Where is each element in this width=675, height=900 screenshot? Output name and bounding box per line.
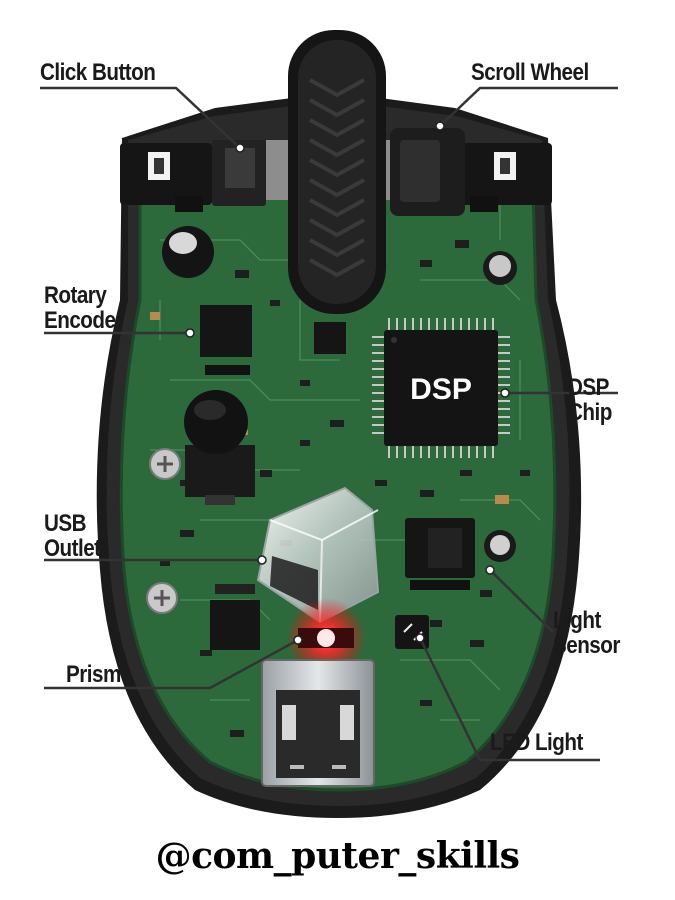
encoder-ic bbox=[200, 305, 252, 375]
led-glow bbox=[286, 598, 366, 678]
click-switch-right bbox=[460, 143, 552, 212]
leader-lines bbox=[40, 86, 618, 762]
click-switch-left bbox=[120, 140, 266, 212]
prism bbox=[256, 486, 380, 624]
chip-label: DSP bbox=[410, 373, 472, 406]
dsp-chip-label: DSP Chip bbox=[568, 374, 612, 426]
click-button-label: Click Button bbox=[40, 59, 156, 86]
capacitor bbox=[162, 226, 517, 562]
usb-outlet-component bbox=[261, 659, 375, 787]
scroll-wheel-label: Scroll Wheel bbox=[471, 59, 589, 86]
led-light-label: LED Light bbox=[490, 729, 583, 756]
scroll-wheel bbox=[266, 30, 465, 314]
rotary-encoder-label: Rotary Encoder bbox=[44, 282, 123, 334]
small-ic bbox=[314, 322, 346, 354]
usb-outlet-label: USB Outlet bbox=[44, 510, 101, 562]
light-sensor-component bbox=[405, 518, 475, 590]
dsp-chip: DSP bbox=[372, 318, 510, 458]
leader-dots bbox=[185, 121, 510, 645]
screw bbox=[146, 448, 181, 614]
watermark-handle: @com_puter_skills bbox=[155, 835, 520, 877]
light-sensor-label: Light Sensor bbox=[553, 607, 620, 659]
prism-label: Prism bbox=[66, 661, 121, 688]
rotary-knob bbox=[184, 390, 255, 505]
